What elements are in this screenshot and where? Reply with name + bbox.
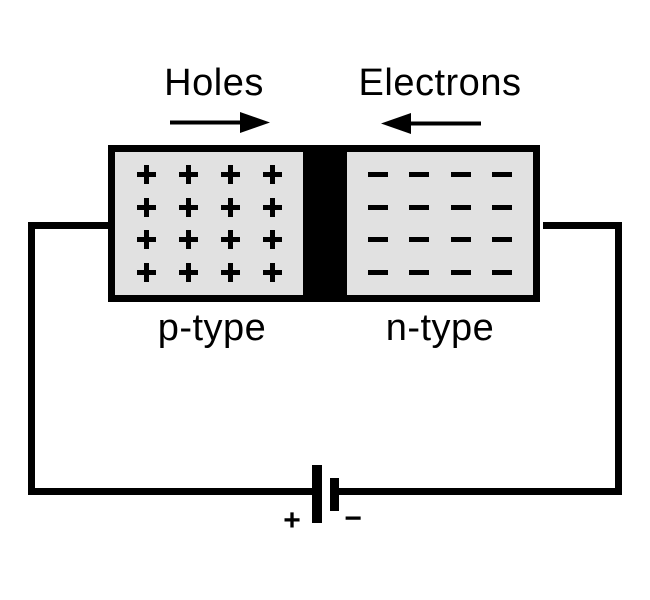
holes-charge-grid xyxy=(115,152,303,295)
holes-flow-right-arrow-icon xyxy=(170,112,270,133)
minus-symbol xyxy=(409,237,430,243)
minus-symbol xyxy=(450,270,471,276)
plus-symbol xyxy=(178,263,198,283)
minus-symbol xyxy=(367,171,388,177)
plus-symbol xyxy=(136,263,156,283)
wire-right-horizontal xyxy=(543,222,622,229)
wire-right-vertical xyxy=(615,222,622,495)
minus-symbol xyxy=(409,171,430,177)
minus-symbol xyxy=(367,204,388,210)
diode-body xyxy=(108,145,540,302)
minus-symbol xyxy=(409,204,430,210)
electrons-flow-left-arrow-icon xyxy=(381,113,481,134)
wire-bottom-right xyxy=(339,488,622,495)
battery-negative-label: − xyxy=(344,502,362,535)
plus-symbol xyxy=(136,197,156,217)
depletion-junction xyxy=(310,145,340,302)
minus-symbol xyxy=(367,237,388,243)
p-type-label: p-type xyxy=(157,307,267,349)
plus-symbol xyxy=(178,230,198,250)
minus-symbol xyxy=(492,204,513,210)
holes-label: Holes xyxy=(164,62,264,104)
minus-symbol xyxy=(409,270,430,276)
minus-symbol xyxy=(492,171,513,177)
wire-left-horizontal xyxy=(31,222,108,229)
plus-symbol xyxy=(262,164,282,184)
plus-symbol xyxy=(136,164,156,184)
wire-bottom-left xyxy=(28,488,312,495)
electrons-label: Electrons xyxy=(358,62,522,104)
n-type-label: n-type xyxy=(385,307,495,349)
p-type-region xyxy=(108,145,310,302)
minus-symbol xyxy=(367,270,388,276)
plus-symbol xyxy=(220,197,240,217)
plus-symbol xyxy=(262,230,282,250)
minus-symbol xyxy=(450,204,471,210)
plus-symbol xyxy=(220,230,240,250)
battery-positive-label: + xyxy=(283,504,301,537)
plus-symbol xyxy=(220,263,240,283)
wire-left-vertical xyxy=(28,222,35,495)
minus-symbol xyxy=(450,171,471,177)
minus-symbol xyxy=(450,237,471,243)
minus-symbol xyxy=(492,237,513,243)
electrons-charge-grid xyxy=(347,152,533,295)
battery-negative-plate-icon xyxy=(330,478,339,511)
plus-symbol xyxy=(262,263,282,283)
plus-symbol xyxy=(220,164,240,184)
plus-symbol xyxy=(136,230,156,250)
plus-symbol xyxy=(178,164,198,184)
plus-symbol xyxy=(262,197,282,217)
battery-positive-plate-icon xyxy=(312,465,322,523)
plus-symbol xyxy=(178,197,198,217)
minus-symbol xyxy=(492,270,513,276)
n-type-region xyxy=(340,145,540,302)
